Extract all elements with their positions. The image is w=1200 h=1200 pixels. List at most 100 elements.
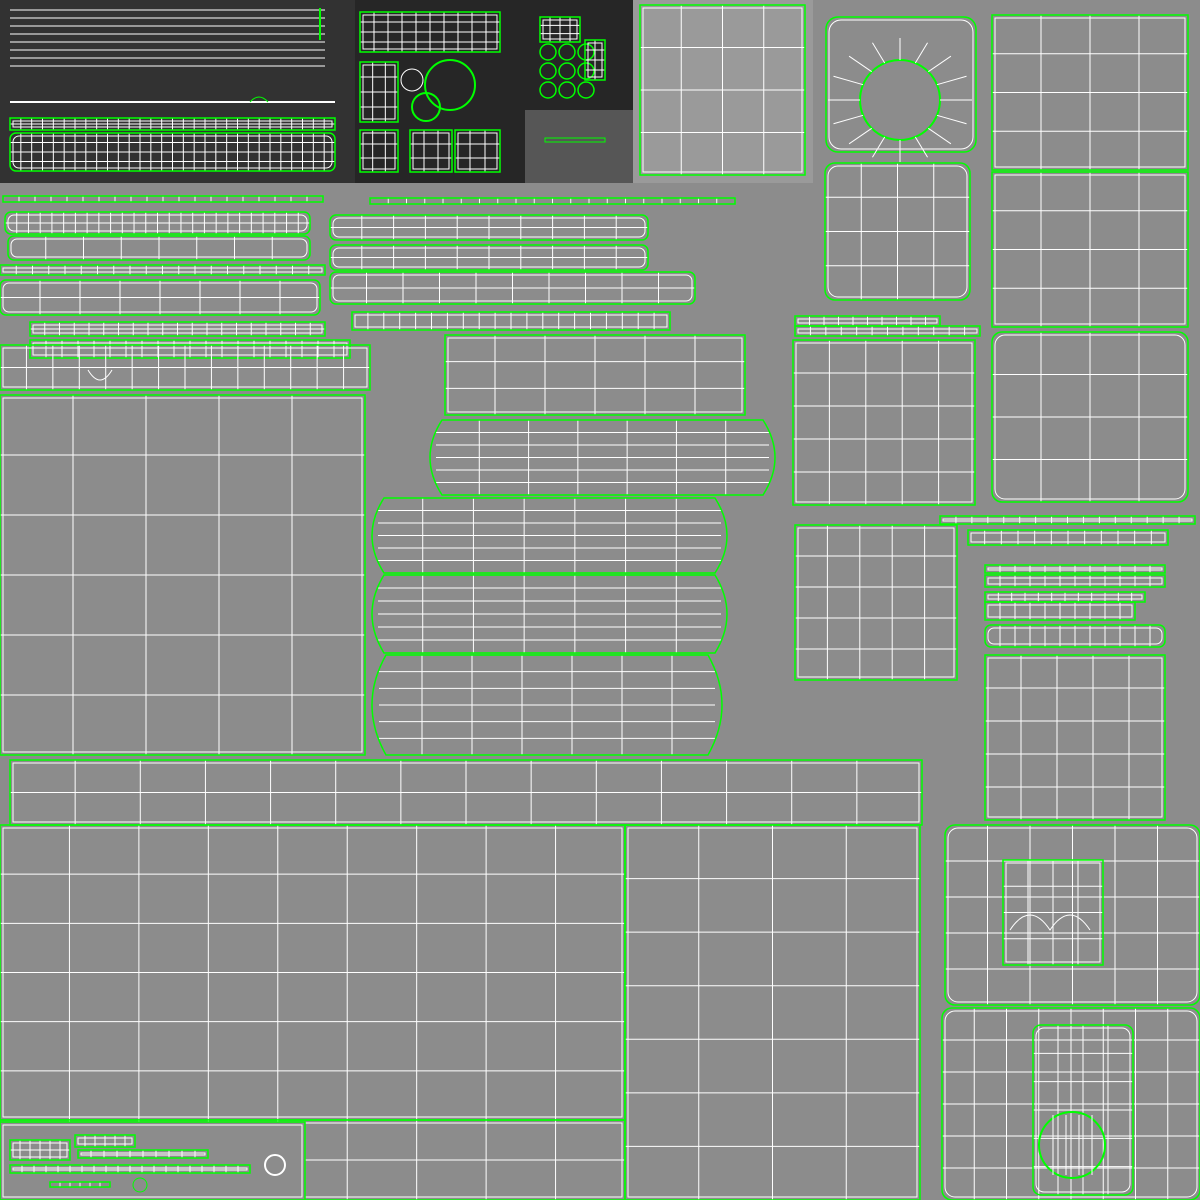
seam-edge xyxy=(2,195,324,203)
seam-edge xyxy=(1038,1111,1106,1179)
wire-edge xyxy=(936,114,967,125)
uv-island-cylinder xyxy=(371,574,728,654)
seam-edge xyxy=(539,43,557,61)
uv-strip xyxy=(9,1164,251,1174)
seam-edge xyxy=(558,62,576,80)
seam-edge xyxy=(4,211,311,235)
uv-island xyxy=(0,344,371,391)
uv-strip xyxy=(984,574,1166,588)
wire-edge xyxy=(994,174,1186,325)
seam-edge xyxy=(984,574,1166,588)
seam-edge xyxy=(944,824,1200,1006)
uv-island xyxy=(409,129,453,173)
uv-strip xyxy=(49,1181,111,1188)
uv-strip xyxy=(329,271,696,305)
seam-edge xyxy=(411,92,441,122)
uv-strip xyxy=(984,591,1146,603)
seam-edge xyxy=(984,564,1166,574)
seam-edge xyxy=(132,1177,148,1193)
wire-edge xyxy=(264,1154,286,1176)
wire-edge xyxy=(332,247,646,268)
seam-edge xyxy=(794,524,958,681)
uv-island xyxy=(792,339,976,506)
seam-edge xyxy=(941,1007,1200,1200)
wire-edge xyxy=(400,68,424,92)
seam-edge xyxy=(825,16,977,153)
seam-edge xyxy=(539,81,557,99)
wire-edge xyxy=(1035,1027,1131,1193)
seam-edge xyxy=(9,132,336,172)
panel xyxy=(0,97,355,183)
seam-edge xyxy=(249,96,269,103)
seam-edge xyxy=(371,574,728,654)
seam-edge xyxy=(991,171,1189,328)
uv-island xyxy=(824,162,971,301)
seam-edge xyxy=(792,339,976,506)
seam-edge xyxy=(558,81,576,99)
wire-edge xyxy=(797,328,978,334)
wire-edge xyxy=(457,132,498,170)
wire-edge xyxy=(827,165,968,298)
seam-edge xyxy=(49,1181,111,1188)
wire-edge xyxy=(987,604,1133,618)
island-fill xyxy=(0,1122,305,1200)
wire-edge xyxy=(362,64,396,120)
panel xyxy=(0,0,355,97)
wire-edge xyxy=(944,1010,1198,1198)
wire-edge xyxy=(833,75,864,86)
wire-edge xyxy=(928,55,952,73)
uv-island-cylinder xyxy=(371,497,728,574)
wire-edge xyxy=(32,342,348,356)
wire-edge xyxy=(12,120,333,128)
seam-edge xyxy=(77,1149,209,1159)
wire-edge xyxy=(12,762,920,823)
seam-edge xyxy=(624,824,921,1200)
wire-edge xyxy=(987,594,1143,600)
wire-edge xyxy=(797,318,938,324)
uv-island xyxy=(624,824,921,1200)
seam-edge xyxy=(577,62,595,80)
uv-island xyxy=(991,14,1189,171)
seam-edge xyxy=(639,4,806,176)
uv-island xyxy=(454,129,501,173)
seam-edge xyxy=(29,321,326,337)
seam-edge xyxy=(794,325,981,337)
uv-island xyxy=(539,16,581,43)
seam-edge xyxy=(329,244,649,271)
uv-island xyxy=(1002,859,1104,966)
uv-island xyxy=(639,4,806,176)
wire-edge xyxy=(2,267,323,273)
seam-edge xyxy=(9,1164,251,1174)
wire-edge xyxy=(833,114,864,125)
uv-strip xyxy=(0,279,321,316)
uv-island-detail xyxy=(0,1121,306,1200)
uv-strip xyxy=(77,1149,209,1159)
background-panels xyxy=(0,0,813,183)
uv-island xyxy=(444,334,746,416)
seam-edge xyxy=(0,394,366,756)
wire-edge xyxy=(987,577,1163,585)
uv-strip xyxy=(967,529,1169,546)
wire-edge xyxy=(947,827,1198,1003)
seam-edge xyxy=(544,137,606,143)
seam-edge xyxy=(351,311,671,331)
seam-edge xyxy=(939,515,1196,525)
uv-island xyxy=(1032,1024,1134,1196)
wire-edge xyxy=(987,627,1163,645)
uv-island xyxy=(944,824,1200,1006)
wire-edge xyxy=(362,132,396,170)
seam-edge xyxy=(967,529,1169,546)
seam-edge xyxy=(0,1121,306,1200)
wire-edge xyxy=(87,369,113,381)
wire-edge xyxy=(872,42,886,64)
seam-edge xyxy=(584,39,606,81)
uv-strip xyxy=(794,325,981,337)
wire-edge xyxy=(942,518,1193,522)
uv-island xyxy=(984,654,1166,821)
uv-island xyxy=(941,1007,1200,1200)
seam-edge xyxy=(577,81,595,99)
uv-strip xyxy=(329,214,649,241)
wire-edge xyxy=(1005,862,1101,963)
uv-island xyxy=(359,11,501,53)
